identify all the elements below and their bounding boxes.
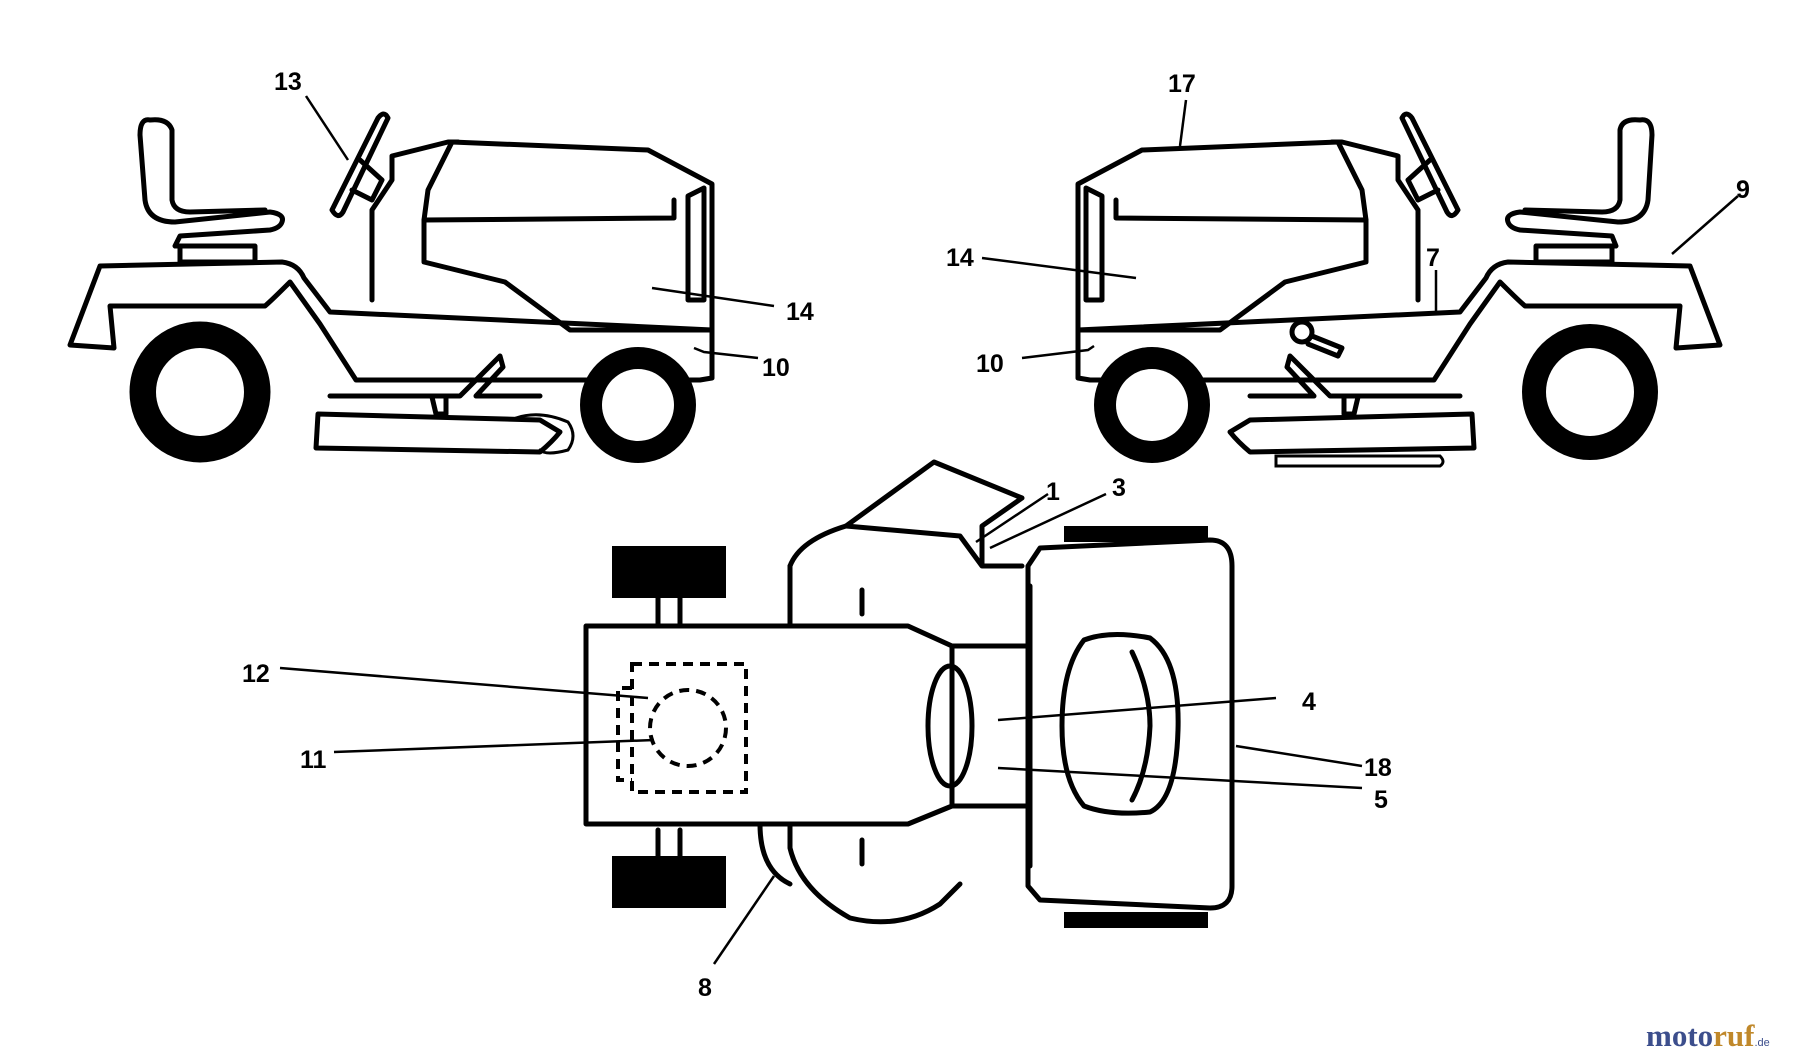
hood-left <box>421 139 715 333</box>
front-left-tire-top <box>612 546 726 598</box>
rear-tire-top-1 <box>1064 526 1208 542</box>
rear-wheel-left <box>129 321 271 463</box>
callout-3: 3 <box>1112 474 1126 502</box>
hood-top <box>583 623 955 827</box>
callout-10-left: 10 <box>762 354 790 382</box>
steering-wheel-left <box>329 111 391 218</box>
callout-numbers: 13 17 9 7 14 14 10 10 1 3 12 11 4 18 5 8 <box>242 68 1750 1002</box>
callout-7: 7 <box>1426 244 1440 272</box>
callout-5: 5 <box>1374 786 1388 814</box>
watermark-part2: ruf <box>1713 1018 1755 1053</box>
tractor-top-view <box>583 459 1235 928</box>
callout-8: 8 <box>698 974 712 1002</box>
decal-11-outline <box>648 688 728 768</box>
callout-11: 11 <box>300 746 327 774</box>
callout-17: 17 <box>1168 70 1196 98</box>
callout-1: 1 <box>1046 478 1060 506</box>
rear-body-top <box>1025 537 1235 911</box>
tractor-right-side-view <box>1075 111 1723 468</box>
front-right-tire-top <box>612 856 726 908</box>
callout-18: 18 <box>1364 754 1392 782</box>
seat-right <box>1505 117 1655 265</box>
leader-lines <box>279 95 1739 965</box>
callout-12: 12 <box>242 660 270 688</box>
callout-4: 4 <box>1302 688 1316 716</box>
seat-left <box>137 117 285 265</box>
callout-9: 9 <box>1736 176 1750 204</box>
svg-text:motoruf.de: motoruf.de <box>1646 1018 1770 1053</box>
hood-right <box>1075 139 1369 333</box>
tractor-left-side-view <box>67 111 715 463</box>
callout-14-right: 14 <box>946 244 974 272</box>
watermark-suffix: .de <box>1754 1037 1769 1049</box>
watermark-logo: motoruf.de <box>1646 1018 1770 1053</box>
callout-14-left: 14 <box>786 298 814 326</box>
watermark-part1: moto <box>1646 1018 1713 1053</box>
discharge-chute <box>843 459 1025 569</box>
decal-12-outline <box>630 662 748 794</box>
callout-13: 13 <box>274 68 302 96</box>
callout-10-right: 10 <box>976 350 1004 378</box>
mower-deck-right <box>1227 411 1477 455</box>
mower-deck-top <box>787 563 963 925</box>
steering-wheel-right <box>1399 111 1461 218</box>
seat-top <box>1059 631 1181 816</box>
rear-tire-top-2 <box>1064 912 1208 928</box>
mower-deck-left <box>313 411 563 455</box>
